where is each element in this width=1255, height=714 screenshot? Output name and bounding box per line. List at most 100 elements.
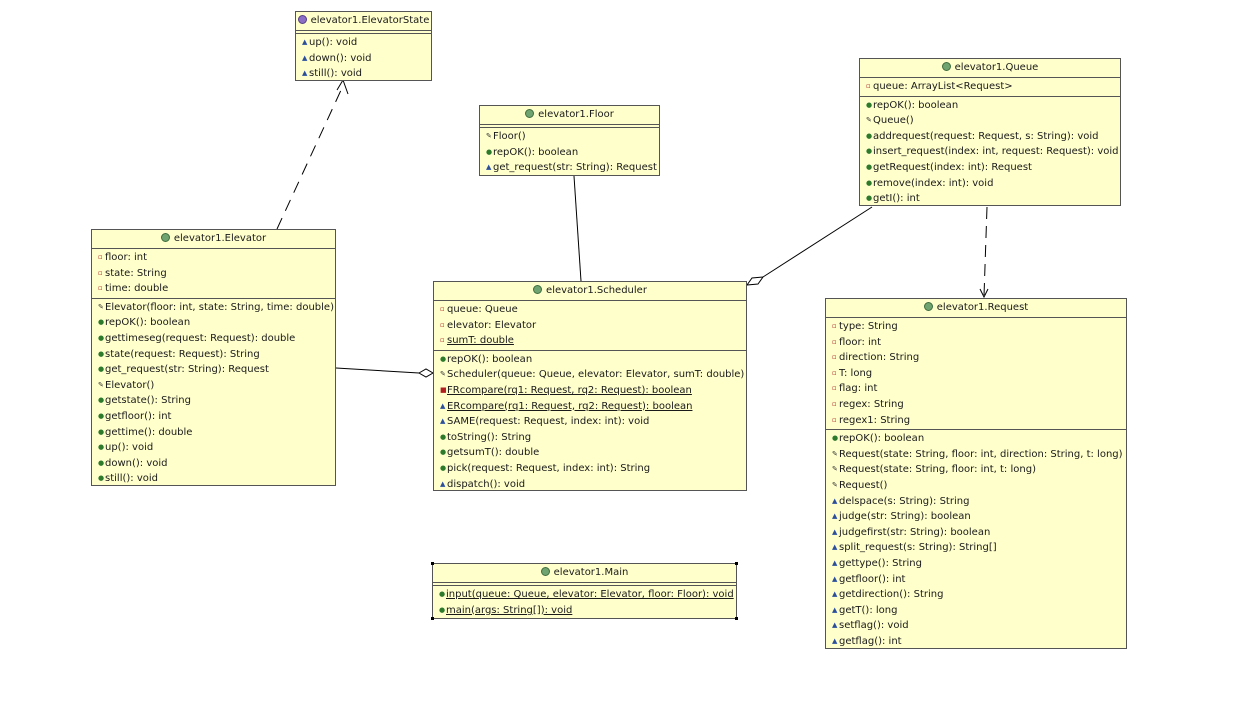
selection-handle[interactable] <box>431 617 434 620</box>
methods-compartment: ✎Elevator(floor: int, state: String, tim… <box>92 299 335 488</box>
method-row: ●addrequest(request: Request, s: String)… <box>860 129 1120 145</box>
constructor-icon: ✎ <box>832 449 838 458</box>
aggregation-diamond-elevator <box>417 368 435 378</box>
package-visibility-icon: ▲ <box>832 496 838 505</box>
public-visibility-icon: ● <box>866 131 873 140</box>
dependency-arrowhead <box>979 288 989 299</box>
field-row: ▫sumT: double <box>434 333 746 349</box>
constructor-icon: ✎ <box>832 480 838 489</box>
method-row: ●getRequest(index: int): Request <box>860 160 1120 176</box>
field-row: ▫regex1: String <box>826 413 1126 429</box>
method-row: ▲gettype(): String <box>826 556 1126 572</box>
public-visibility-icon: ● <box>866 162 873 171</box>
method-row: ✎Scheduler(queue: Queue, elevator: Eleva… <box>434 367 746 383</box>
package-visibility-icon: ▲ <box>302 53 308 62</box>
method-row: ▲setflag(): void <box>826 618 1126 634</box>
method-row: ▲judge(str: String): boolean <box>826 509 1126 525</box>
private-visibility-icon: ▫ <box>866 82 871 90</box>
field-row: ▫queue: ArrayList<Request> <box>860 79 1120 95</box>
selection-handle[interactable] <box>735 617 738 620</box>
method-row: ●pick(request: Request, index: int): Str… <box>434 461 746 477</box>
field-row: ▫queue: Queue <box>434 302 746 318</box>
method-row: ▲getfloor(): int <box>826 572 1126 588</box>
constructor-icon: ✎ <box>440 370 446 379</box>
public-visibility-icon: ● <box>866 100 873 109</box>
method-row: ●repOK(): boolean <box>826 431 1126 447</box>
public-visibility-icon: ● <box>98 411 105 420</box>
method-row: ●repOK(): boolean <box>434 352 746 368</box>
class-header: elevator1.Scheduler <box>434 282 746 301</box>
method-row: ●repOK(): boolean <box>480 145 659 161</box>
method-row: ●get_request(str: String): Request <box>92 362 335 378</box>
private-visibility-icon: ▫ <box>832 415 837 424</box>
class-icon <box>533 285 543 294</box>
method-row: ✎Request(state: String, floor: int, t: l… <box>826 462 1126 478</box>
class-elevator[interactable]: elevator1.Elevator ▫floor: int ▫state: S… <box>91 229 336 486</box>
field-row: ▫regex: String <box>826 397 1126 413</box>
fields-compartment: ▫queue: Queue ▫elevator: Elevator ▫sumT:… <box>434 301 746 351</box>
class-elevatorstate[interactable]: elevator1.ElevatorState ▲up(): void ▲dow… <box>295 11 432 81</box>
method-row: ▲split_request(s: String): String[] <box>826 540 1126 556</box>
field-row: ▫T: long <box>826 366 1126 382</box>
field-row: ▫floor: int <box>826 335 1126 351</box>
method-row: ▲getflag(): int <box>826 634 1126 650</box>
class-name: elevator1.Request <box>936 302 1029 313</box>
private-visibility-icon: ▫ <box>832 322 837 330</box>
public-visibility-icon: ● <box>98 458 105 467</box>
class-floor[interactable]: elevator1.Floor ✎Floor() ●repOK(): boole… <box>479 105 660 176</box>
method-row: ●getsumT(): double <box>434 445 746 461</box>
public-visibility-icon: ● <box>440 448 447 457</box>
private-visibility-icon: ▫ <box>832 353 837 362</box>
class-icon <box>941 62 951 71</box>
private-visibility-icon: ▫ <box>832 384 837 393</box>
constructor-icon: ✎ <box>486 132 492 140</box>
method-row: ●repOK(): boolean <box>860 98 1120 114</box>
private-visibility-icon: ▫ <box>440 336 445 345</box>
method-row: ▲dispatch(): void <box>434 477 746 493</box>
selection-handle[interactable] <box>431 562 434 565</box>
package-visibility-icon: ▲ <box>832 558 838 567</box>
field-row: ▫flag: int <box>826 381 1126 397</box>
methods-compartment: ✎Floor() ●repOK(): boolean ▲get_request(… <box>480 127 659 177</box>
selection-handle[interactable] <box>735 562 738 565</box>
method-row: ●up(): void <box>92 440 335 456</box>
public-visibility-icon: ● <box>440 432 447 441</box>
class-name: elevator1.Elevator <box>173 233 267 244</box>
class-header: elevator1.Queue <box>860 59 1120 78</box>
class-scheduler[interactable]: elevator1.Scheduler ▫queue: Queue ▫eleva… <box>433 281 747 491</box>
package-visibility-icon: ▲ <box>486 163 492 172</box>
package-visibility-icon: ▲ <box>832 543 838 552</box>
public-visibility-icon: ● <box>98 396 105 405</box>
methods-compartment: ●repOK(): boolean ✎Scheduler(queue: Queu… <box>434 351 746 493</box>
method-row: ●toString(): String <box>434 430 746 446</box>
class-header: elevator1.Request <box>826 299 1126 318</box>
public-visibility-icon: ● <box>98 365 105 374</box>
public-visibility-icon: ● <box>866 147 873 156</box>
public-visibility-icon: ● <box>439 590 446 598</box>
public-visibility-icon: ● <box>98 349 105 358</box>
method-row: ✎Floor() <box>480 129 659 145</box>
method-row: ●down(): void <box>92 456 335 472</box>
package-visibility-icon: ▲ <box>440 401 446 410</box>
method-row: ✎Queue() <box>860 113 1120 129</box>
private-visibility-icon: ▫ <box>832 337 837 346</box>
constructor-icon: ✎ <box>98 302 104 311</box>
method-row: ▲getT(): long <box>826 603 1126 619</box>
package-visibility-icon: ▲ <box>440 417 446 426</box>
aggregation-line-queue <box>762 206 873 278</box>
class-queue[interactable]: elevator1.Queue ▫queue: ArrayList<Reques… <box>859 58 1121 206</box>
field-row: ▫floor: int <box>92 250 335 266</box>
class-main[interactable]: elevator1.Main ●input(queue: Queue, elev… <box>432 563 737 619</box>
class-request[interactable]: elevator1.Request ▫type: String ▫floor: … <box>825 298 1127 649</box>
method-row: ●repOK(): boolean <box>92 315 335 331</box>
package-visibility-icon: ▲ <box>832 605 838 614</box>
method-row: ✎Request(state: String, floor: int, dire… <box>826 447 1126 463</box>
method-row: ●gettimeseg(request: Request): double <box>92 331 335 347</box>
package-visibility-icon: ▲ <box>832 527 838 536</box>
method-row: ●input(queue: Queue, elevator: Elevator,… <box>433 587 736 603</box>
public-visibility-icon: ● <box>439 605 446 614</box>
method-row: ▲delspace(s: String): String <box>826 494 1126 510</box>
constructor-icon: ✎ <box>98 380 104 389</box>
method-row: ●getstate(): String <box>92 393 335 409</box>
